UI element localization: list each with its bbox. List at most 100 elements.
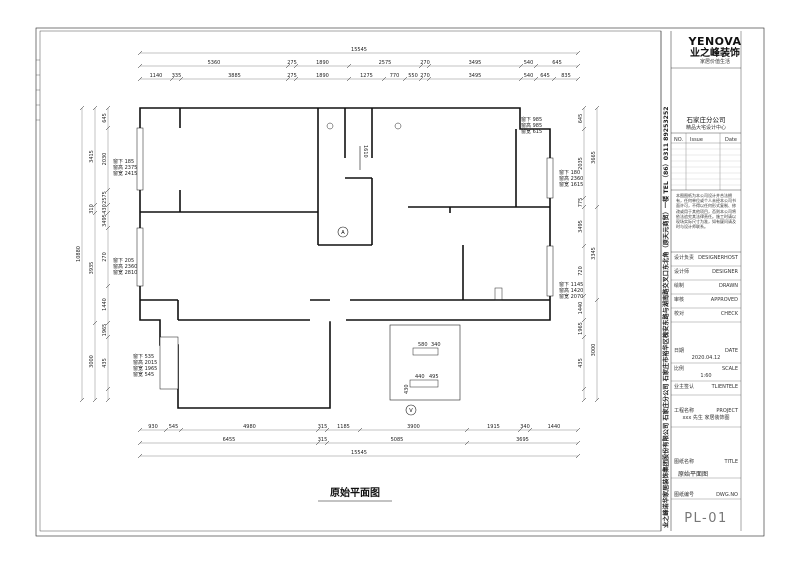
field-label-en: SCALE <box>722 366 738 372</box>
dimension-label: 2575 <box>102 191 108 204</box>
dimension-label: 1440 <box>548 424 561 430</box>
branch-name: 石家庄分公司 <box>687 115 726 124</box>
field-label-cn: 日期 <box>674 348 684 354</box>
drain-icon <box>326 122 334 130</box>
dimension-label: 545 <box>169 424 179 430</box>
overall-width-label: 15545 <box>351 47 367 53</box>
svg-text:窗下 185: 窗下 185 <box>113 158 134 165</box>
dimension-label: 3495 <box>469 60 482 66</box>
dimension-label: 550 <box>408 73 418 79</box>
brand-slogan: 家居价值生活 <box>700 58 730 65</box>
dimension-label: 315 <box>318 437 328 443</box>
appliance-box-2 <box>409 379 439 388</box>
sheet-border <box>35 27 765 537</box>
interior-walls <box>140 108 550 321</box>
dimension-label: 3000 <box>591 344 597 357</box>
dimension-label: 1890 <box>316 73 329 79</box>
dimension-label: 770 <box>390 73 400 79</box>
window-note-2: 窗下 205 窗高 2360 窗宽 2810 <box>113 257 137 276</box>
field-label-en: DWG.NO <box>716 492 738 498</box>
title-block-vertical-company: 业之峰诺华家居装饰集团股份有限公司 石家庄分公司 石家庄市裕华区槐安东路与湖南路… <box>662 106 670 528</box>
dimension-label: 540 <box>524 60 534 66</box>
dimension-label: 310 <box>89 204 95 214</box>
svg-text:窗高 2360: 窗高 2360 <box>113 263 137 270</box>
dimension-label: 3495 <box>578 220 584 233</box>
furniture-dim-2: 340 <box>431 342 441 348</box>
title-block: 业之峰诺华家居装饰集团股份有限公司 石家庄分公司 石家庄市裕华区槐安东路与湖南路… <box>660 31 742 531</box>
dimension-label: 1440 <box>102 298 108 311</box>
plan-title: 原始平面图 <box>330 486 380 499</box>
dimension-label: 315 <box>318 424 328 430</box>
dimension-label: 3495 <box>469 73 482 79</box>
door-dim-label: 1610 <box>362 145 368 158</box>
dimension-label: 275 <box>287 73 297 79</box>
svg-text:窗高 2360: 窗高 2360 <box>559 175 583 182</box>
svg-text:窗宽 2810: 窗宽 2810 <box>113 269 137 276</box>
copyright-notice-box: 本图图纸为本公司设计并合法拥有，任何单位或个人未经本公司书面许可，不得以任何形式… <box>676 193 736 229</box>
furniture-dim-1: 580 <box>418 342 428 348</box>
field-label-cn: 图纸名称 <box>674 458 694 465</box>
dimension-label: 1890 <box>316 60 329 66</box>
svg-text:窗宽 2070: 窗宽 2070 <box>559 293 583 300</box>
svg-text:窗下 180: 窗下 180 <box>559 169 580 176</box>
field-label-en: TITLE <box>723 459 738 465</box>
appliance-box-1 <box>412 347 439 356</box>
dimension-label: 3885 <box>228 73 241 79</box>
dimension-label: 2030 <box>102 153 108 166</box>
dimension-label: 270 <box>420 73 430 79</box>
marker-v: V <box>405 404 417 416</box>
svg-text:窗下 985: 窗下 985 <box>521 116 542 123</box>
svg-text:窗宽 1965: 窗宽 1965 <box>133 365 157 372</box>
dimension-label: 1965 <box>102 324 108 337</box>
dimension-label: 5360 <box>208 60 221 66</box>
field-label-en: DESIGNERHOST <box>698 255 739 261</box>
field-label-en: CHECK <box>721 311 739 317</box>
svg-text:窗下 1145: 窗下 1145 <box>559 281 583 288</box>
dimension-label: 275 <box>287 60 297 66</box>
window-east-south <box>546 245 554 297</box>
svg-text:窗宽 2415: 窗宽 2415 <box>113 170 137 177</box>
dimension-label: 2575 <box>379 60 392 66</box>
dimension-label: 1275 <box>360 73 373 79</box>
field-label-cn: 绘制 <box>674 282 684 289</box>
svg-text:A: A <box>341 230 345 236</box>
svg-text:窗下 535: 窗下 535 <box>133 353 154 360</box>
furniture-dim-3: 440 <box>415 374 425 380</box>
dimension-label: 340 <box>520 424 530 430</box>
dimension-label: 3345 <box>591 247 597 260</box>
drain-icon <box>394 122 402 130</box>
field-label-cn: 设计负责 <box>674 254 694 261</box>
dimension-label: 645 <box>102 113 108 123</box>
dimension-label: 1965 <box>578 322 584 335</box>
window-note-1: 窗下 185 窗高 2375 窗宽 2415 <box>113 158 137 177</box>
overall-width-label-bottom: 15545 <box>351 450 367 456</box>
field-label-en: TLIENTELE <box>711 384 738 390</box>
dimension-label: 1440 <box>578 302 584 315</box>
window-note-5: 窗下 180 窗高 2360 窗宽 1615 <box>559 169 583 188</box>
drawing-number-value: PL-01 <box>684 511 728 526</box>
left-edge-ticks <box>36 59 40 121</box>
dimension-label: 1185 <box>337 424 350 430</box>
window-note-6: 窗下 1145 窗高 1420 窗宽 2070 <box>559 281 583 300</box>
dimension-label: 430 <box>102 204 108 214</box>
field-label-cn: 比例 <box>674 365 684 372</box>
window-north-west <box>136 127 144 191</box>
revision-no-label: NO. <box>674 137 683 143</box>
dimension-label: 3665 <box>591 151 597 164</box>
dimension-label: 6455 <box>223 437 236 443</box>
dimension-label: 3900 <box>407 424 420 430</box>
furniture-dim-5: 430 <box>404 384 410 394</box>
svg-text:窗下 205: 窗下 205 <box>113 257 134 264</box>
dimension-label: 645 <box>552 60 562 66</box>
svg-text:窗高 985: 窗高 985 <box>521 122 542 129</box>
dimension-label: 645 <box>578 114 584 124</box>
svg-text:窗宽 545: 窗宽 545 <box>133 371 154 378</box>
field-value: 原始平面图 <box>678 470 708 478</box>
field-label-cn: 图纸编号 <box>674 491 694 498</box>
dimension-label: 5085 <box>391 437 404 443</box>
dimension-label: 930 <box>148 424 158 430</box>
riser-box <box>494 287 503 301</box>
furniture-dim-4: 495 <box>429 374 439 380</box>
